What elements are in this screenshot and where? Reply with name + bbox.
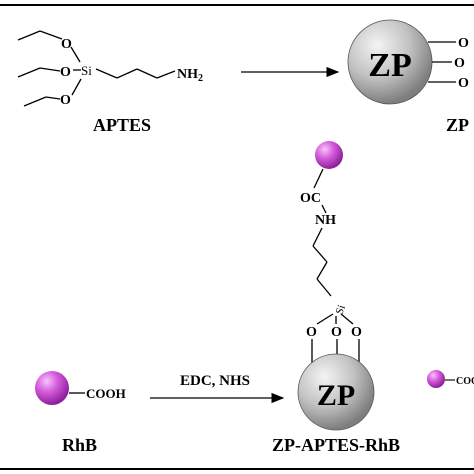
zp-o-top-1: O (458, 36, 469, 51)
aptes-o-bottom: O (60, 93, 71, 108)
aptes-nh2: NH2 (177, 67, 203, 84)
linker-nh: NH (315, 213, 336, 228)
zp-product-label-partial: ZP (446, 115, 469, 135)
product-label: ZP-APTES-RhB (272, 435, 400, 455)
side-cooh-label: COOH (456, 376, 474, 387)
reagents-label: EDC, NHS (180, 373, 250, 389)
linker-o-2: O (331, 325, 342, 340)
linker-chain (312, 227, 332, 297)
aptes-o-mid: O (60, 65, 71, 80)
zp-surface-bonds-bottom (311, 339, 360, 365)
aptes-o-top: O (61, 37, 72, 52)
zp-sphere-bottom (297, 353, 375, 431)
zp-core-label-top: ZP (368, 47, 411, 84)
scheme-frame (0, 4, 474, 470)
rhb-cooh-label: COOH (86, 386, 126, 401)
rhb-sphere-top (315, 141, 343, 169)
rhb-sphere-reactant (35, 371, 69, 405)
linker-o-bonds (316, 313, 354, 325)
zp-core-label-bottom: ZP (317, 379, 355, 412)
aptes-si: Si (81, 63, 92, 78)
linker-si: Si (334, 303, 348, 316)
zp-surface-bonds-top (428, 41, 456, 83)
rhb-label: RhB (62, 435, 97, 455)
aptes-label: APTES (93, 115, 151, 135)
zp-o-top-3: O (458, 76, 469, 91)
rhb-sphere-side (427, 370, 445, 388)
linker-oc: OC (300, 191, 321, 206)
linker-o-3: O (351, 325, 362, 340)
zp-o-top-2: O (454, 56, 465, 71)
linker-o-1: O (306, 325, 317, 340)
aptes-structure (17, 30, 176, 107)
